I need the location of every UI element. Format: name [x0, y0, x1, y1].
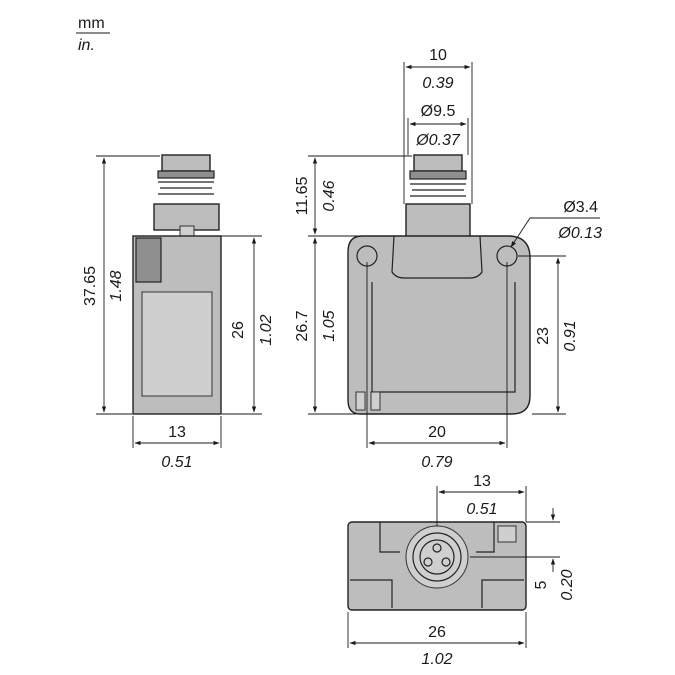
side-thread-lines: [158, 181, 214, 195]
bottom-recess: [379, 522, 495, 553]
dim-connector-height-in: 0.46: [321, 180, 338, 211]
bottom-pin-2: [423, 557, 433, 567]
dim-depth-offset-in: 0.20: [559, 569, 576, 600]
side-tab: [179, 225, 195, 237]
dim-side-body-height-mm: 26: [230, 321, 247, 339]
side-window: [141, 291, 213, 397]
side-view: 37.65 1.48 26 1.02 13 0.51: [82, 154, 275, 471]
side-connector-cap: [161, 154, 211, 172]
dim-connector-offset-mm: 13: [473, 473, 491, 490]
dim-connector-height-mm: 11.65: [294, 176, 311, 215]
unit-legend: mm in.: [76, 15, 110, 54]
unit-mm: mm: [78, 15, 105, 32]
bottom-pin-1: [432, 543, 442, 553]
dim-hole-diameter-in: Ø0.13: [557, 225, 602, 242]
dim-hole-spacing-vertical-mm: 23: [535, 327, 552, 345]
bottom-view: 13 0.51 5 0.20 26 1.02: [347, 473, 576, 668]
dim-side-body-height-in: 1.02: [258, 314, 275, 345]
dim-bottom-width-mm: 26: [428, 624, 446, 641]
front-thread-lines: [410, 183, 466, 197]
dim-front-body-height-in: 1.05: [321, 310, 338, 341]
dim-overall-height-in: 1.48: [108, 270, 125, 301]
bottom-connector-ring: [412, 532, 462, 582]
dim-hole-spacing-vertical-in: 0.91: [562, 320, 579, 351]
dim-connector-width-mm: 10: [429, 47, 447, 64]
dim-bottom-width-in: 1.02: [421, 651, 452, 668]
bottom-connector-outer: [405, 525, 469, 589]
dim-hole-spacing-horizontal-in: 0.79: [421, 454, 452, 471]
leader-hole-diameter: [510, 217, 600, 248]
dim-depth-offset-mm: 5: [533, 580, 550, 589]
bottom-connector-inner: [419, 539, 455, 575]
bottom-feet: [350, 579, 524, 608]
front-shoulder: [391, 235, 483, 279]
front-panel: [371, 282, 516, 393]
front-led-1: [355, 391, 366, 411]
dim-hole-spacing-horizontal-mm: 20: [428, 424, 446, 441]
dim-connector-width-in: 0.39: [422, 75, 453, 92]
front-connector-cap: [413, 154, 463, 172]
dim-connector-offset-in: 0.51: [466, 501, 497, 518]
dim-front-body-height-mm: 26.7: [294, 310, 311, 341]
front-upper-block: [405, 203, 471, 239]
bottom-tab: [497, 525, 517, 543]
dim-hole-diameter-mm: Ø3.4: [563, 199, 598, 216]
front-body: [347, 235, 531, 415]
front-connector-thread: [409, 170, 467, 180]
dim-side-width-in: 0.51: [161, 454, 192, 471]
front-led-2: [370, 391, 381, 411]
bottom-pin-3: [441, 557, 451, 567]
side-connector-thread: [157, 170, 215, 179]
dim-side-width-mm: 13: [168, 424, 186, 441]
side-lever: [135, 237, 162, 283]
dim-connector-diameter-mm: Ø9.5: [421, 103, 456, 120]
front-view: 10 0.39 Ø9.5 Ø0.37 11.65 0.46 26.7 1.05 …: [294, 47, 602, 471]
dim-connector-diameter-in: Ø0.37: [415, 132, 461, 149]
dim-overall-height-mm: 37.65: [82, 266, 99, 306]
unit-in: in.: [78, 37, 95, 54]
